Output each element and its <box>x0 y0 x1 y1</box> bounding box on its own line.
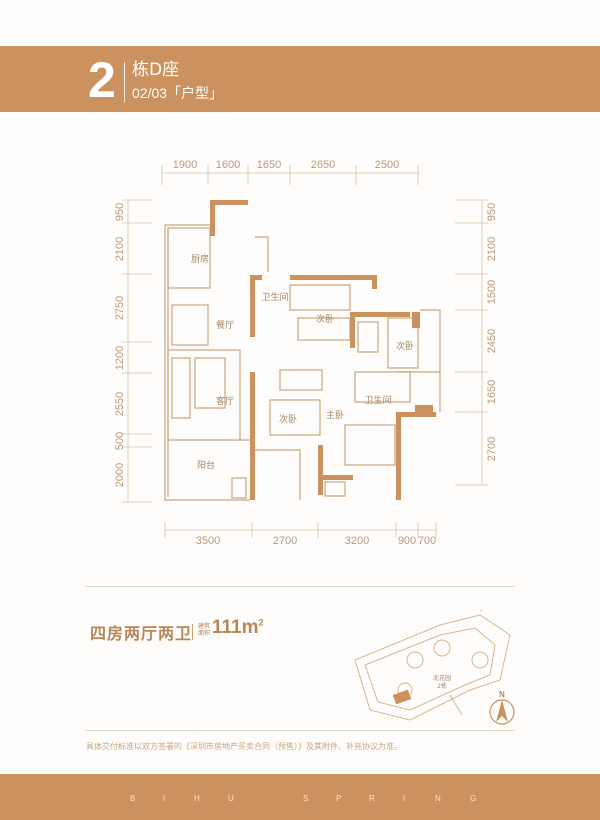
area-value: 111m <box>212 617 259 638</box>
room-bath-2: 卫生间 <box>364 394 391 406</box>
brand-letter: P <box>336 794 342 803</box>
divider-top <box>85 586 515 587</box>
room-living: 客厅 <box>216 395 234 407</box>
building-marker-label: 2栋 <box>437 682 447 690</box>
site-map: 北花园 2栋 N <box>354 610 515 725</box>
building-label: 栋D座 <box>132 60 180 80</box>
room-bedroom-2: 次卧 <box>316 313 334 325</box>
dim-top-2: 1600 <box>216 159 240 171</box>
dim-bottom-4: 900 <box>398 535 416 547</box>
room-bedroom-4: 次卧 <box>279 413 297 425</box>
brand-letter: U <box>228 794 234 803</box>
floor-plan: 1900 1600 1650 2650 2500 3500 2700 3200 … <box>114 159 498 547</box>
dim-right-1: 950 <box>486 203 498 221</box>
room-dining: 餐厅 <box>216 319 234 331</box>
area-label: 建筑面积 <box>198 623 211 637</box>
brand-letter: I <box>163 794 166 803</box>
garden-label: 北花园 <box>433 674 451 682</box>
dim-right-4: 2450 <box>486 329 498 353</box>
dim-right-5: 1650 <box>486 380 498 404</box>
brand-letter: G <box>470 794 477 803</box>
page-indicator: 02/03「户型」 <box>132 85 224 101</box>
dim-left-4: 1200 <box>114 346 126 370</box>
brand-letter: H <box>194 794 200 803</box>
dimension-lines <box>122 165 488 538</box>
area-unit-sup: 2 <box>258 617 264 628</box>
header-divider <box>124 62 125 102</box>
room-bath-1: 卫生间 <box>261 291 288 303</box>
dim-left-5: 2550 <box>114 392 126 416</box>
dim-left-7: 2000 <box>114 463 126 487</box>
header-band: 2 栋D座 02/03「户型」 <box>0 46 600 112</box>
dim-top-5: 2500 <box>375 159 399 171</box>
room-bedroom-3: 次卧 <box>396 340 414 352</box>
room-balcony: 阳台 <box>197 459 215 471</box>
brand-letter: R <box>369 794 375 803</box>
thick-walls <box>210 200 436 500</box>
dim-right-3: 1500 <box>486 280 498 304</box>
compass-north: N <box>499 690 505 699</box>
dim-left-1: 950 <box>114 203 126 221</box>
current-building-marker <box>392 689 412 705</box>
disclaimer-text: 具体交付标准以双方签署的《深圳市房地产买卖合同（预售）》及其附件、补充协议为准。 <box>86 742 402 751</box>
brand-letter: S <box>303 794 309 803</box>
unit-area: 111m2 <box>212 617 264 639</box>
dim-bottom-2: 2700 <box>273 535 297 547</box>
dim-bottom-1: 3500 <box>196 535 220 547</box>
compass-icon: N <box>489 690 515 725</box>
dim-left-3: 2750 <box>114 296 126 320</box>
thin-walls <box>164 224 441 501</box>
dim-top-4: 2650 <box>311 159 335 171</box>
brand-letter: I <box>403 794 406 803</box>
dim-top-1: 1900 <box>173 159 197 171</box>
room-master-bedroom: 主卧 <box>326 409 344 421</box>
dim-right-6: 2700 <box>486 437 498 461</box>
dim-bottom-3: 3200 <box>345 535 369 547</box>
brand-letter: B <box>130 794 136 803</box>
building-number: 2 <box>88 52 116 108</box>
dim-bottom-5: 700 <box>418 535 436 547</box>
unit-separator <box>192 624 193 640</box>
dim-top-3: 1650 <box>257 159 281 171</box>
dim-left-2: 2100 <box>114 237 126 261</box>
divider-bottom <box>85 730 515 731</box>
dim-left-6: 500 <box>114 432 126 450</box>
footer-band: B I H U S P R I N G <box>0 774 600 820</box>
brand-letter: N <box>435 794 441 803</box>
unit-type: 四房两厅两卫 <box>90 624 193 643</box>
room-kitchen: 厨房 <box>191 253 209 265</box>
dim-right-2: 2100 <box>486 237 498 261</box>
